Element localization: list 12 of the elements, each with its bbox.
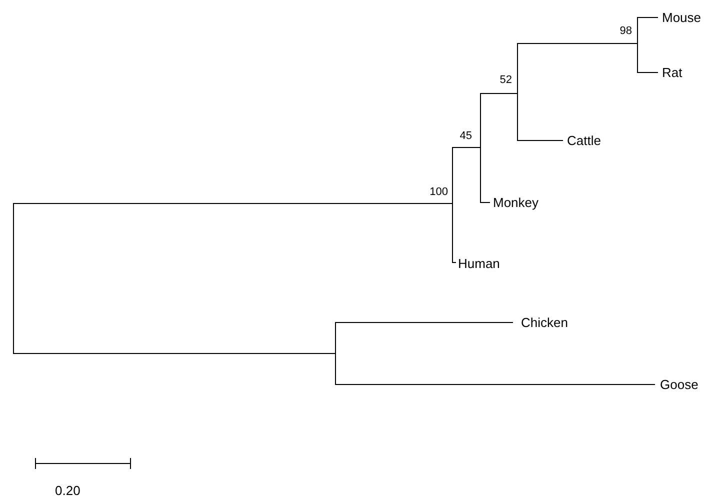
taxon-label: Monkey — [493, 195, 539, 210]
taxon-label: Goose — [660, 377, 698, 392]
bootstrap-value: 98 — [620, 25, 632, 38]
taxon-label: Human — [458, 256, 500, 271]
taxon-label: Mouse — [662, 10, 702, 25]
scale-value: 0.20 — [55, 483, 80, 497]
taxon-label: Rat — [662, 65, 682, 80]
taxon-label: Cattle — [567, 133, 601, 148]
bootstrap-value: 45 — [460, 130, 472, 143]
bootstrap-value: 52 — [500, 74, 512, 87]
bootstrap-value: 100 — [430, 186, 448, 199]
taxon-label: Chicken — [521, 315, 568, 330]
